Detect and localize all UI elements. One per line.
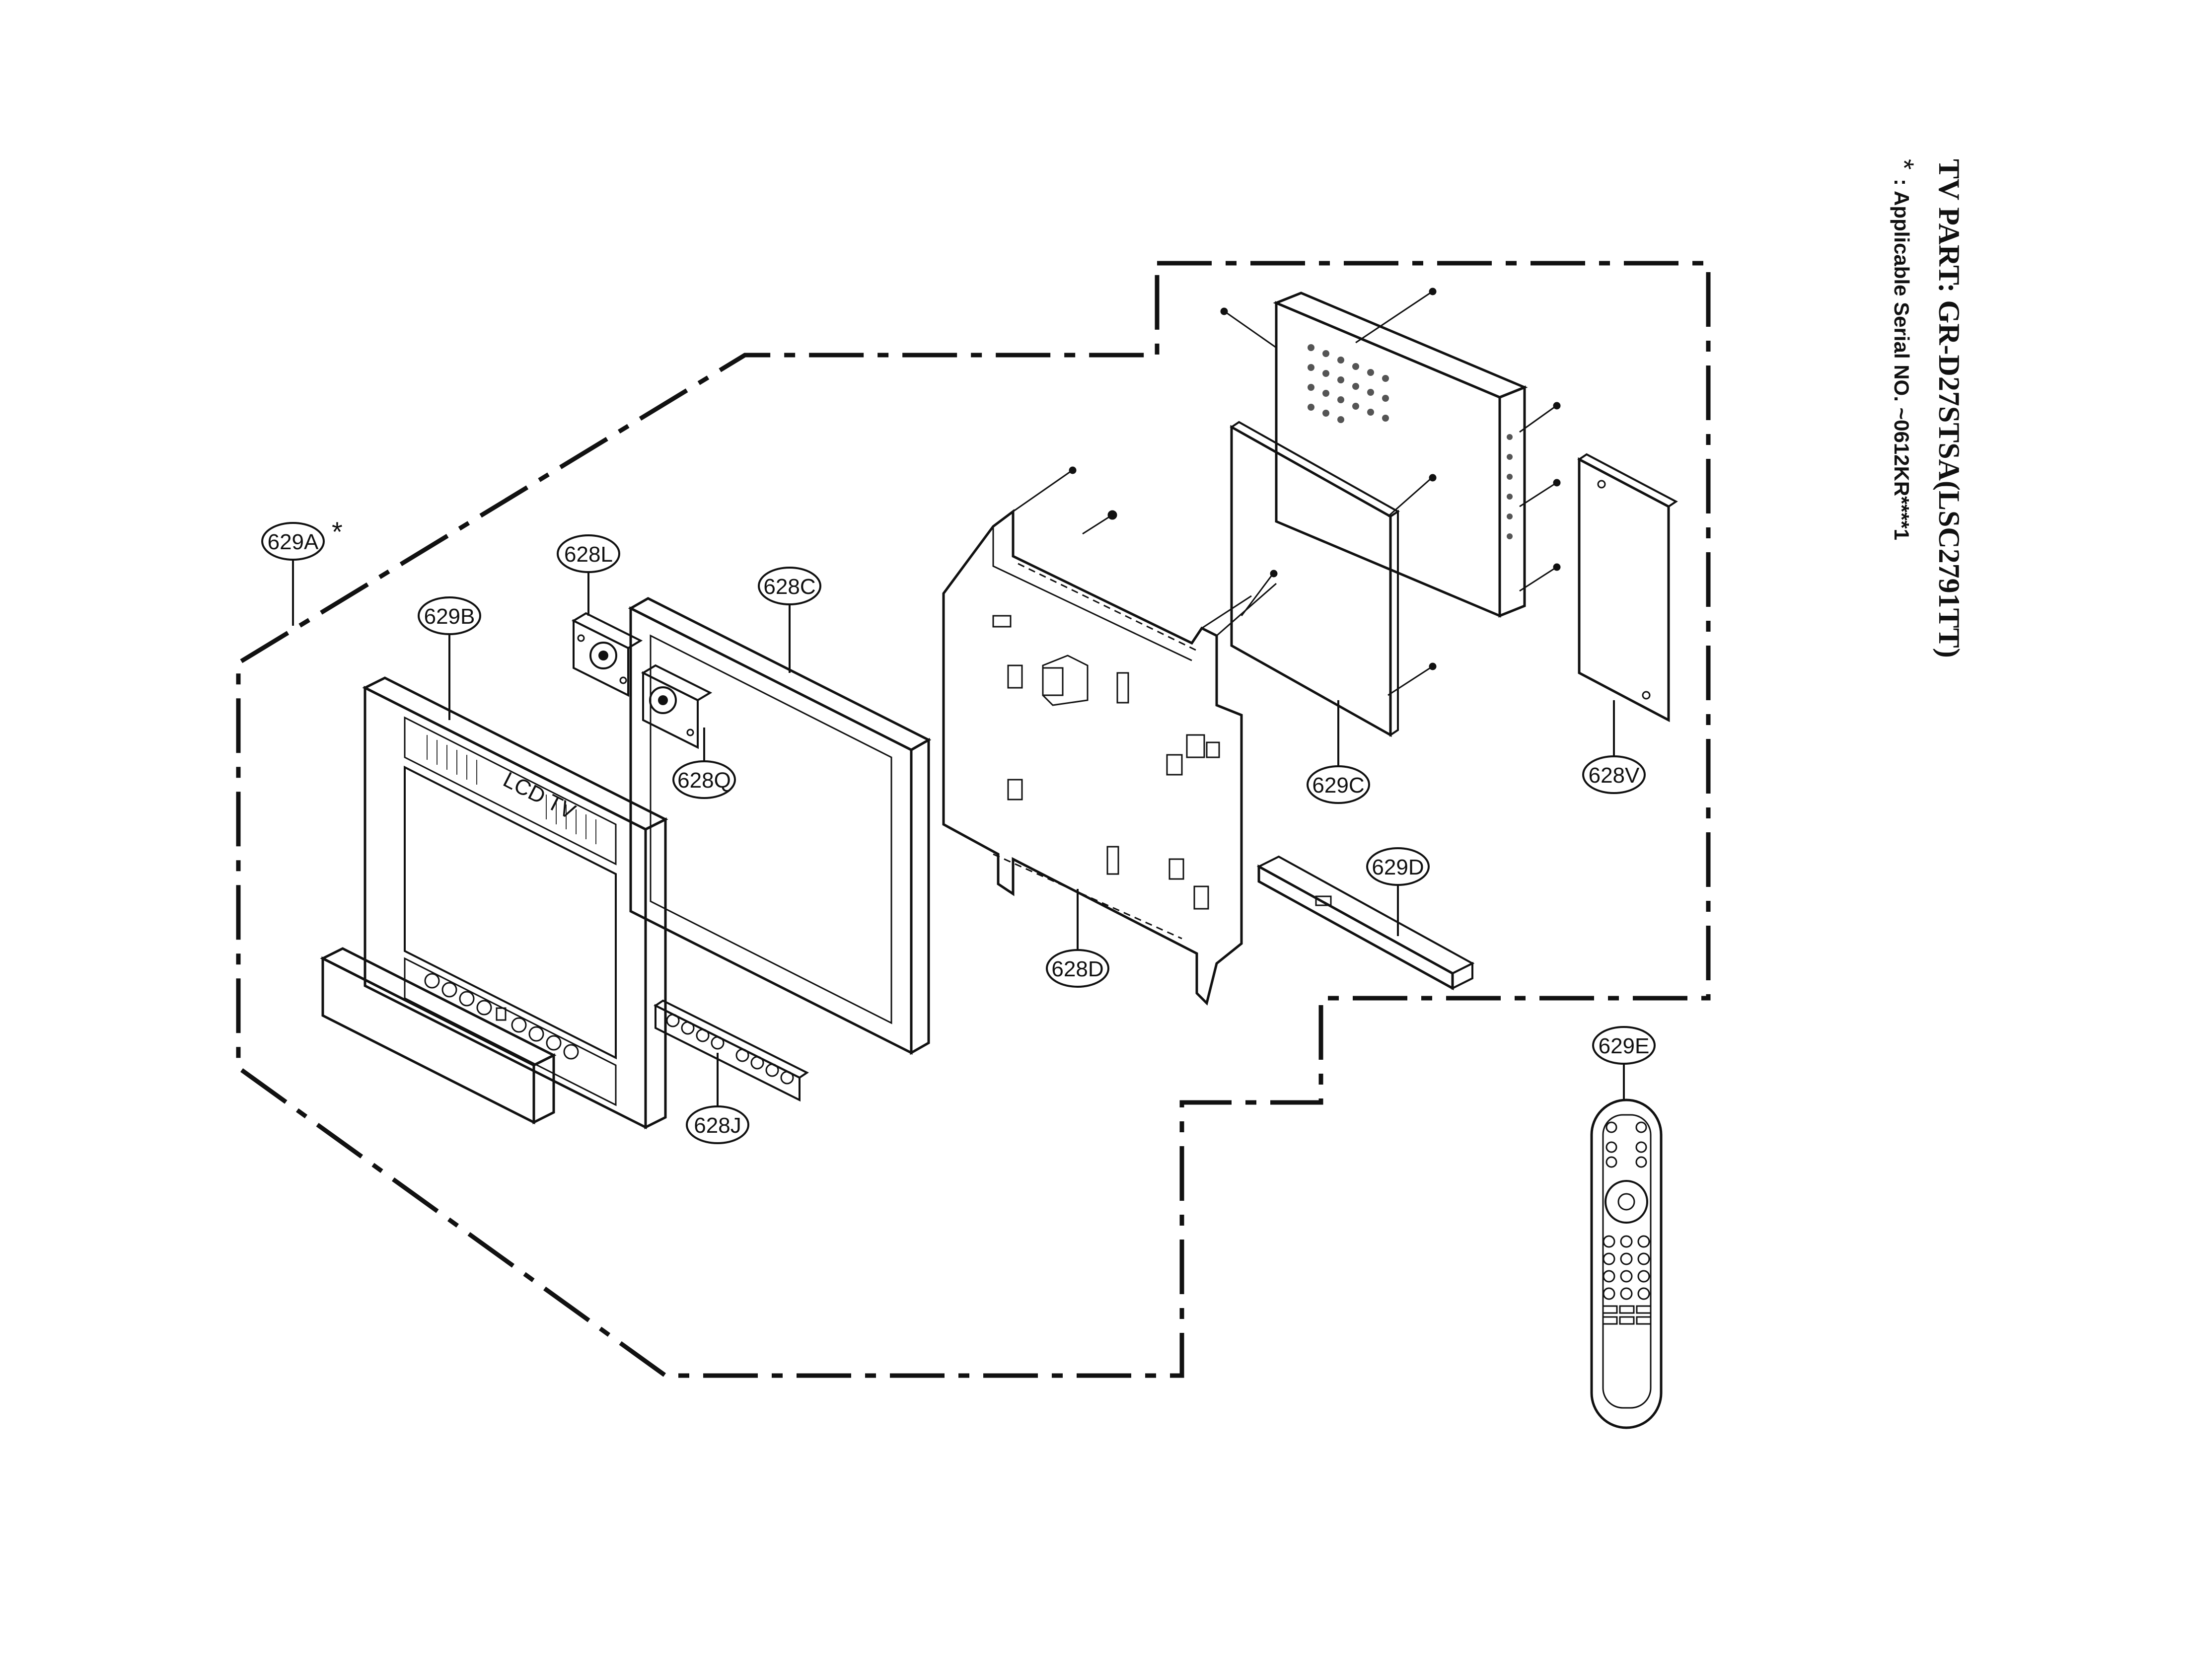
lcd-panel-part (628, 597, 932, 1055)
callout-label-628J: 628J (694, 1113, 741, 1138)
note-marker: * (1889, 159, 1920, 170)
speaker-right-part (641, 664, 713, 749)
main-frame-part (942, 509, 1243, 1006)
serial-note: : Applicable Serial NO. ~0612KR****1 (1890, 179, 1913, 540)
callout-628L: 628L (557, 534, 620, 616)
control-board-part (654, 999, 809, 1102)
callout-628D: 628D (1046, 889, 1109, 988)
frame-screws (1013, 466, 1277, 637)
callout-label-628L: 628L (564, 542, 613, 567)
callout-label-629E: 629E (1599, 1034, 1650, 1058)
callout-629E: 629E (1592, 1026, 1656, 1100)
callout-label-628V: 628V (1589, 763, 1640, 788)
callout-label-629D: 629D (1372, 855, 1424, 879)
callout-label-628D: 628D (1051, 957, 1103, 981)
callout-label-628C: 628C (763, 575, 815, 599)
rear-chassis-part (1220, 288, 1561, 618)
callout-label-628Q: 628Q (677, 768, 731, 793)
callout-628J: 628J (686, 1053, 749, 1144)
front-bezel-part: LCD TV (320, 676, 668, 1130)
assembly-boundary (236, 261, 1711, 1378)
shield-plate-part (1230, 421, 1437, 737)
bracket-part (1256, 855, 1475, 991)
pcb-board-part (1577, 453, 1678, 723)
callout-628V: 628V (1582, 700, 1646, 794)
callout-629A: 629A * (261, 516, 343, 626)
callout-label-629A: 629A (268, 530, 319, 554)
speaker-left-part (571, 612, 643, 697)
callout-label-629B: 629B (424, 604, 475, 629)
title: TV PART: GR-D27STSA(LSC2791TT) (1933, 159, 1966, 658)
callout-628Q: 628Q (672, 728, 736, 799)
callout-marker-629A: * (332, 516, 343, 547)
callout-label-629C: 629C (1312, 773, 1364, 798)
callout-628C: 628C (758, 567, 821, 673)
callout-629C: 629C (1307, 700, 1370, 804)
callout-629B: 629B (418, 596, 481, 720)
callout-629D: 629D (1366, 847, 1430, 936)
remote-control-part (1590, 1098, 1663, 1429)
